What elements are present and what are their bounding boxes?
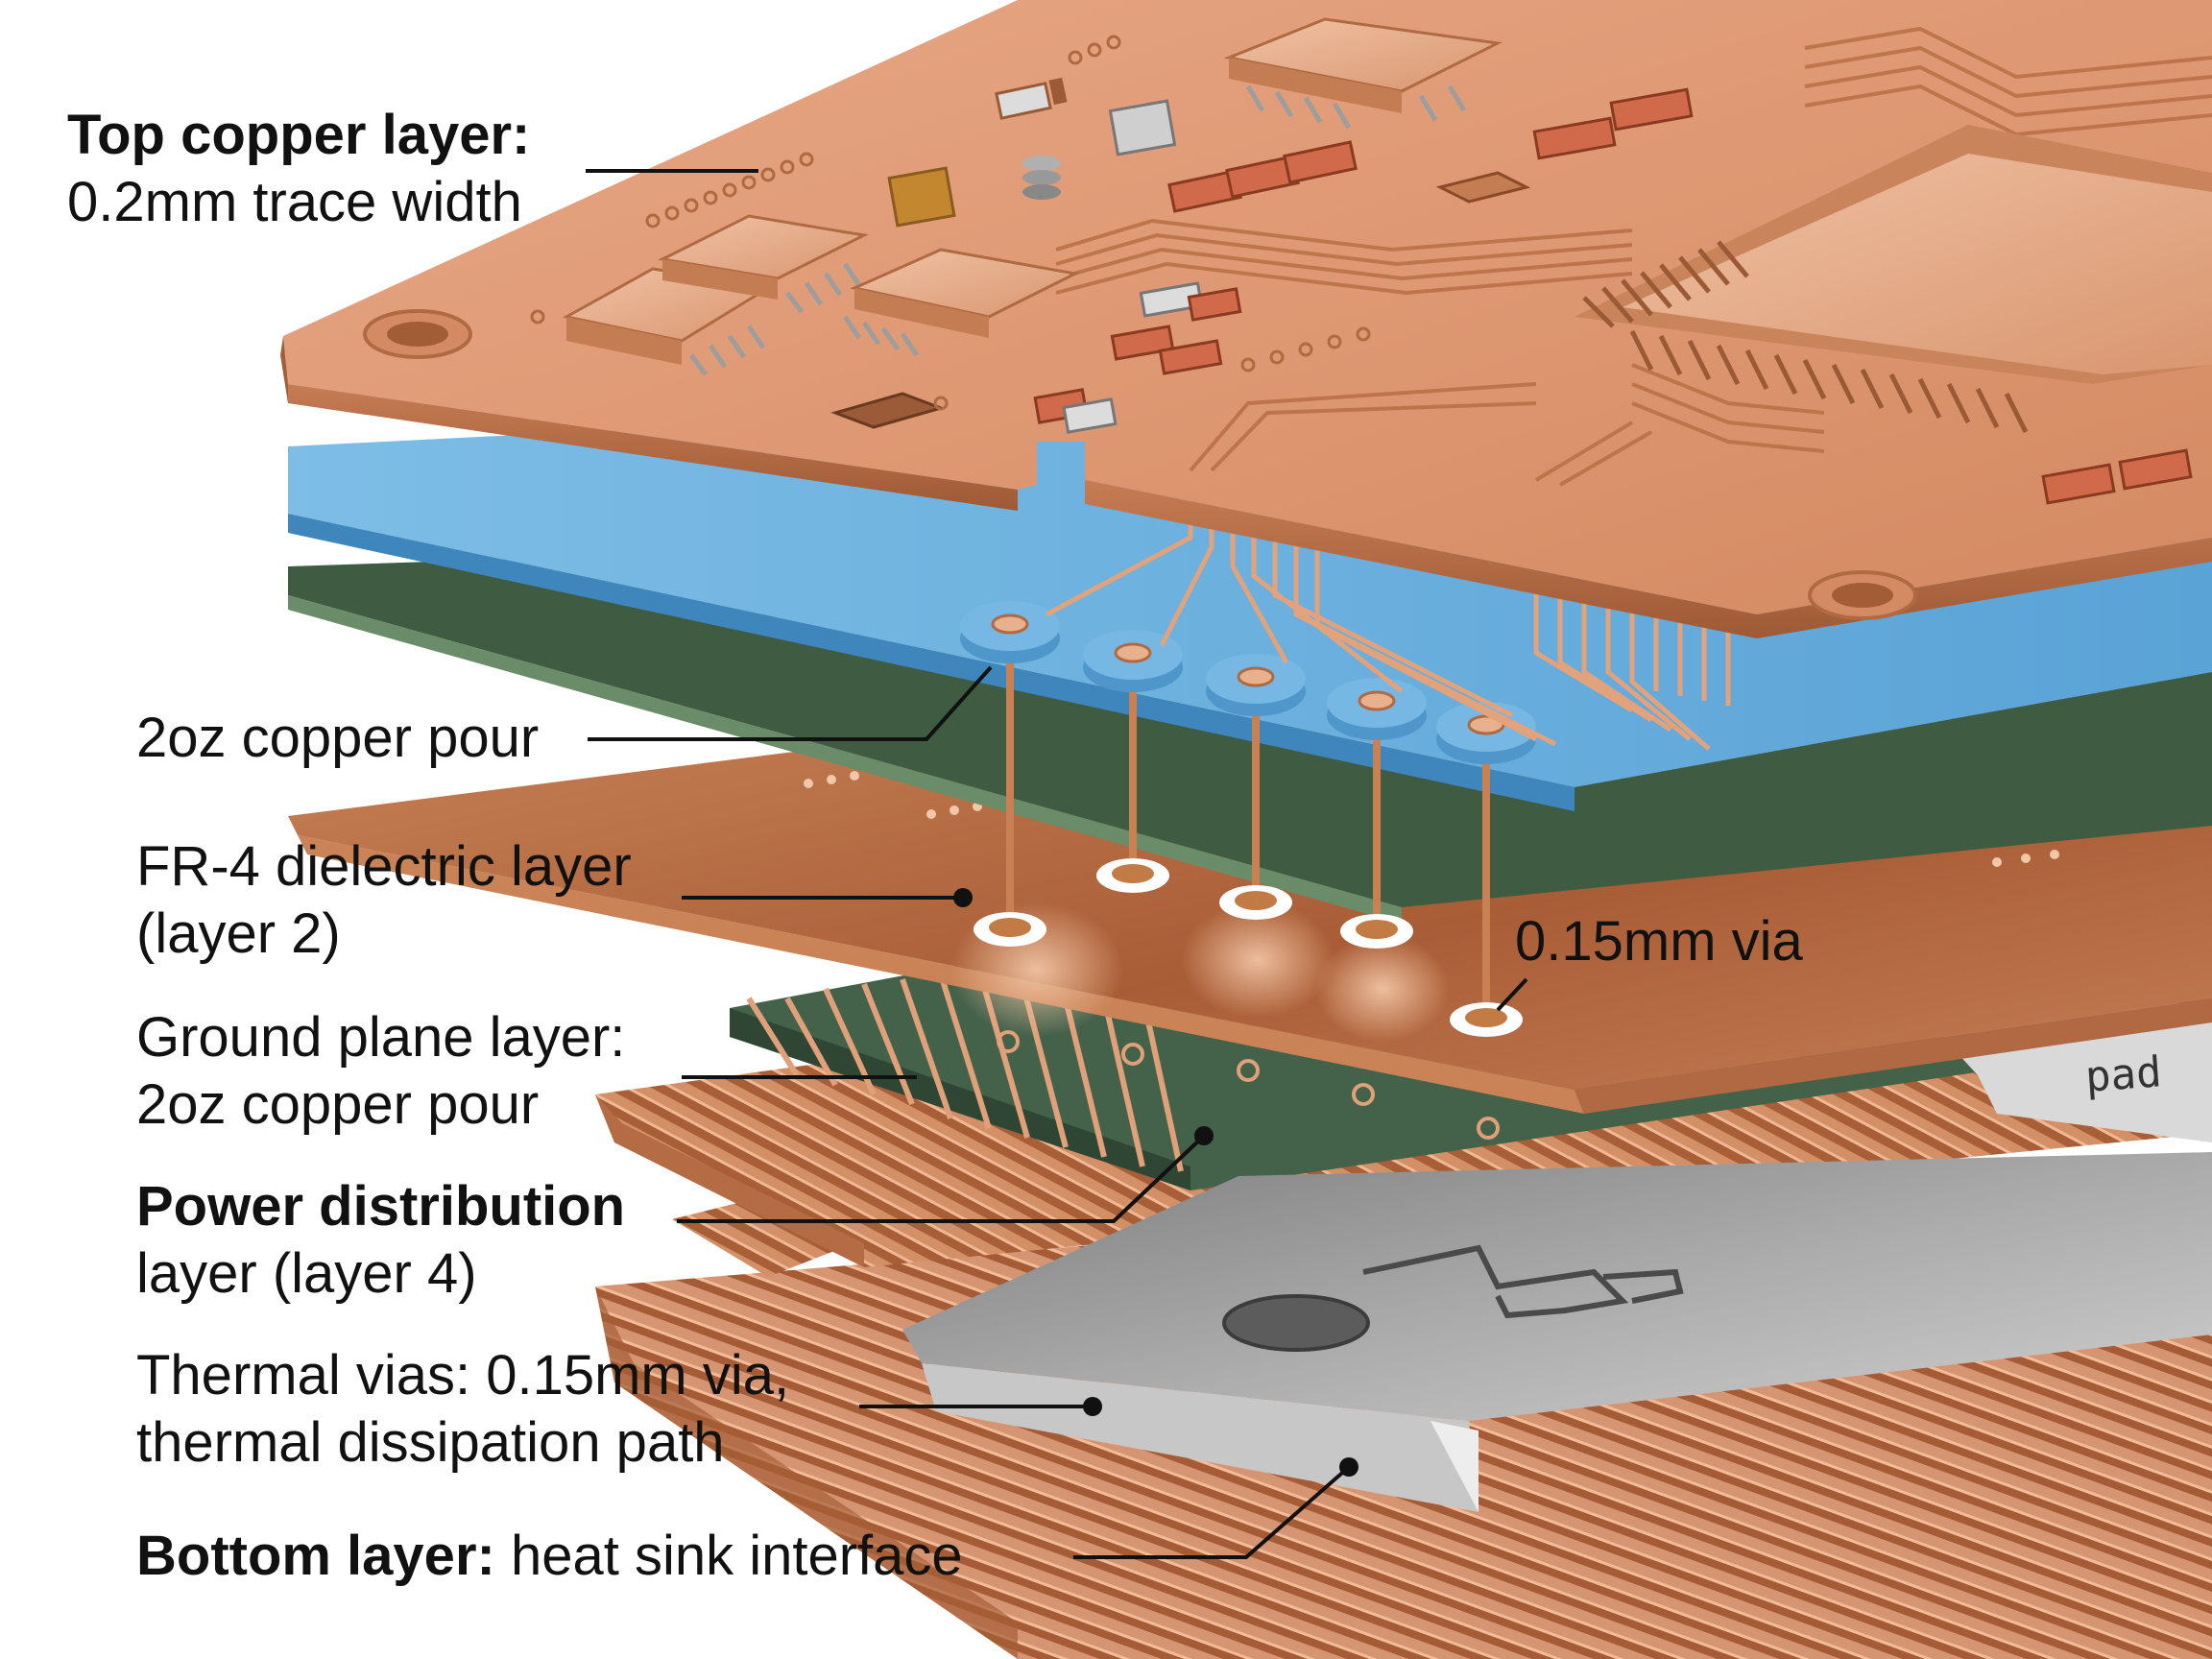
marker-bottom (1339, 1457, 1358, 1477)
soic-chip-2 (658, 214, 869, 314)
label-bottom: Bottom layer: heat sink interface (136, 1528, 963, 1596)
label-top-copper: Top copper layer: 0.2mm trace width (67, 108, 530, 242)
mounting-hole-left (363, 309, 472, 359)
leader-markers (953, 888, 1358, 1477)
leader-lines (586, 169, 1528, 1559)
via-4 (1327, 678, 1427, 949)
ground-plane-traces (746, 950, 1500, 1172)
label-via: 0.15mm via (1515, 914, 1803, 981)
pad-label: pad (2083, 1047, 2164, 1102)
top-copper-layer (280, 0, 2212, 638)
label-copper-pour-text: 2oz copper pour (136, 707, 540, 769)
top-pads (530, 35, 1371, 411)
label-fr4: FR-4 dielectric layer (layer 2) (136, 839, 632, 974)
qfp-chip (1575, 125, 2212, 434)
label-ground-line1: Ground plane layer: (136, 1006, 626, 1069)
label-bottom-title: Bottom layer: (136, 1525, 495, 1587)
label-power: Power distribution layer (layer 4) (136, 1179, 625, 1313)
via-2 (1083, 630, 1183, 893)
soic-chip-4 (1223, 17, 1503, 130)
label-top-copper-detail: 0.2mm trace width (67, 171, 522, 233)
marker-fr4 (953, 888, 973, 907)
mounting-hole-right (1808, 570, 1917, 620)
label-ground-line2: 2oz copper pour (136, 1073, 540, 1136)
leader-power (677, 1134, 1206, 1223)
soic-chip-3 (842, 248, 1080, 357)
label-thermal-line2: thermal dissipation path (136, 1411, 725, 1474)
label-via-text: 0.15mm via (1515, 910, 1803, 973)
label-top-copper-title: Top copper layer: (67, 104, 531, 166)
label-ground: Ground plane layer: 2oz copper pour (136, 1010, 625, 1144)
label-bottom-detail: heat sink interface (494, 1525, 963, 1587)
via-3 (1206, 654, 1306, 920)
passive-components (830, 77, 2193, 505)
marker-power (1194, 1126, 1214, 1145)
label-fr4-line2: (layer 2) (136, 902, 341, 965)
label-thermal: Thermal vias: 0.15mm via, thermal dissip… (136, 1348, 789, 1482)
via-1 (960, 601, 1060, 947)
label-power-title: Power distribution (136, 1175, 626, 1238)
label-thermal-line1: Thermal vias: 0.15mm via, (136, 1344, 790, 1407)
leader-via (1496, 977, 1528, 1012)
top-traces (1055, 26, 2212, 487)
leader-copper-pour (588, 665, 993, 741)
label-power-detail: layer (layer 4) (136, 1242, 477, 1305)
label-fr4-line1: FR-4 dielectric layer (136, 835, 632, 898)
marker-thermal (1083, 1397, 1102, 1416)
label-copper-pour: 2oz copper pour (136, 710, 539, 778)
leader-bottom (1073, 1465, 1351, 1559)
